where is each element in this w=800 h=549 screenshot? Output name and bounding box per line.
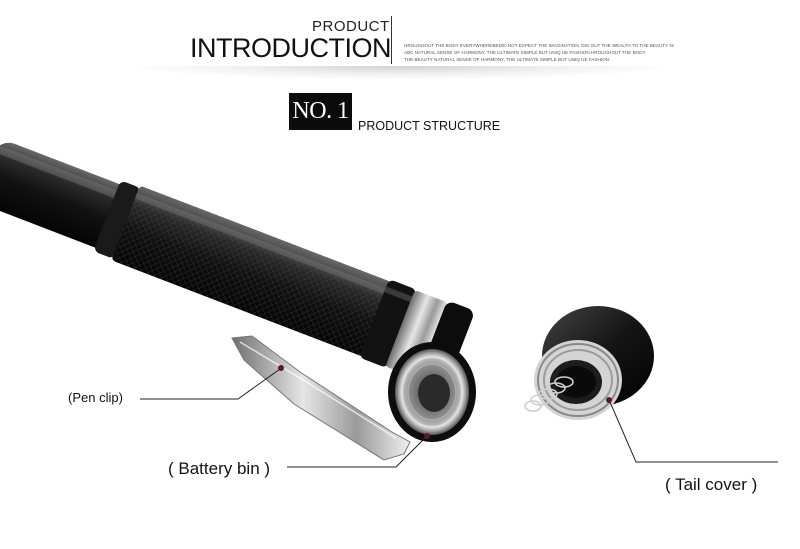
flashlight-body (0, 142, 473, 389)
tail-cover (524, 306, 654, 420)
callout-tail-cover (606, 397, 778, 463)
label-battery-bin: ( Battery bin ) (168, 459, 271, 478)
header-divider (391, 16, 392, 64)
pen-clip (231, 335, 411, 461)
header-product-text: PRODUCT (312, 18, 390, 35)
spring (524, 376, 574, 412)
section-title: PRODUCT STRUCTURE (358, 119, 501, 133)
callout-pen-clip (140, 365, 284, 400)
section-number-badge: NO. 1 (289, 93, 352, 130)
label-tail-cover: ( Tail cover ) (665, 475, 758, 494)
callout-battery-bin (287, 433, 430, 468)
header-blurb-line: ABC NATURAL SENSE OF HARMONY, THE ULTIMA… (404, 50, 646, 55)
header-shadow (120, 66, 680, 80)
label-pen-clip: (Pen clip) (68, 390, 123, 405)
header-blurb: HROUGHOUT THE BODY EVERYWHEREBEDID NOT E… (404, 42, 674, 63)
header-blurb-line: HROUGHOUT THE BODY EVERYWHEREBEDID NOT E… (404, 43, 674, 48)
header-blurb-line: THE BEAUTY NATURAL SENSE OF HARMONY, THE… (404, 57, 609, 62)
header-introduction-title: INTRODUCTION (190, 33, 391, 63)
